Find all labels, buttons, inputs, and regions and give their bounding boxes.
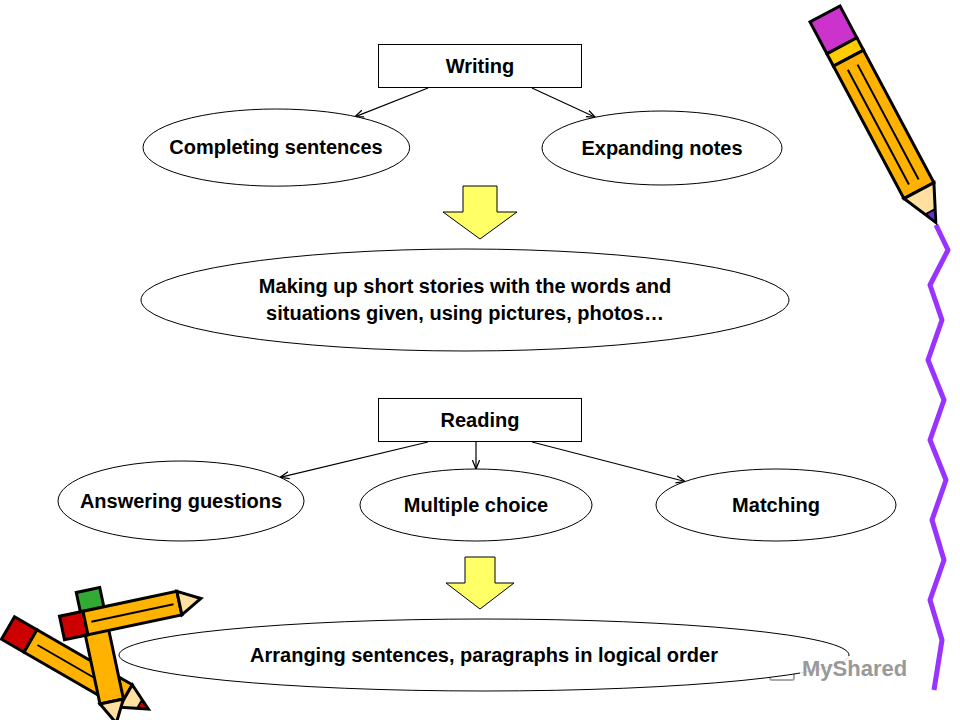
block-arrow: [443, 186, 517, 239]
watermark: MyShared: [800, 656, 909, 682]
activity-ellipse: Making up short stories with the words a…: [140, 248, 790, 352]
pencil-illustration: [810, 6, 951, 230]
activity-ellipse: Expanding notes: [541, 110, 783, 186]
activity-ellipse: Matching: [655, 468, 897, 542]
pencil-illustration: [60, 587, 204, 640]
node-text: Multiple choice: [404, 492, 548, 519]
activity-ellipse: Arranging sentences, paragraphs in logic…: [118, 618, 850, 692]
connector-arrow: [475, 442, 476, 469]
node-text: Reading: [441, 407, 520, 434]
heading-box: Writing: [378, 44, 582, 88]
ellipse-outline: [140, 248, 790, 352]
connector-arrow: [532, 442, 685, 482]
node-text: Arranging sentences, paragraphs in logic…: [250, 642, 718, 669]
connector-arrow: [355, 88, 428, 117]
node-text: Making up short stories with the words a…: [230, 273, 700, 327]
node-text: Completing sentences: [169, 134, 382, 161]
block-arrow: [446, 557, 514, 609]
activity-ellipse: Completing sentences: [142, 108, 411, 187]
activity-ellipse: Multiple choice: [359, 468, 593, 542]
connector-arrow: [280, 442, 428, 477]
node-text: Matching: [732, 492, 820, 519]
activity-ellipse: Answering guestions: [57, 460, 305, 542]
connector-arrow: [532, 88, 595, 117]
node-text: Writing: [446, 53, 515, 80]
node-text: Answering guestions: [80, 488, 282, 515]
node-text: Expanding notes: [581, 135, 742, 162]
wavy-line: [928, 225, 948, 690]
heading-box: Reading: [378, 398, 582, 442]
